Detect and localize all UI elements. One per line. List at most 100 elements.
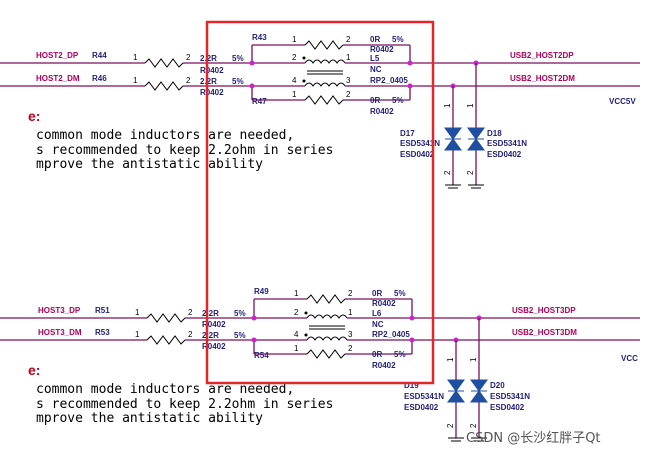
inductor-ref: L5 [370,54,380,63]
rp-label: RP2_0405 [372,330,410,339]
svg-text:2: 2 [188,330,193,339]
svg-text:4: 4 [294,330,299,339]
ref-label: R46 [92,74,107,83]
ref-label: R51 [95,306,110,315]
svg-text:2: 2 [466,170,475,175]
note-heading: e: [28,362,40,378]
resistor-r46 [144,81,184,91]
rp-label: RP2_0405 [370,76,408,85]
resistor-r53 [146,335,186,345]
res-pkg: R0402 [370,45,394,54]
diode-part: ESD5341N [404,392,444,401]
svg-text:1: 1 [466,103,475,108]
net-label: USB2_HOST2DM [510,74,575,83]
diode-ref: D19 [404,381,419,390]
note-line: common mode inductors are needed, [36,128,294,143]
diode-ref: D18 [487,129,502,138]
res-pkg: R0402 [202,320,226,329]
vcc-label: VCC [621,354,638,363]
net-label: HOST2_DP [36,51,79,60]
res-tol: 5% [232,54,244,63]
res-pkg: R0402 [200,66,224,75]
svg-text:3: 3 [346,76,351,85]
svg-text:1: 1 [443,103,452,108]
vcc-label: VCC5V [609,97,636,106]
net-label: USB2_HOST3DP [512,306,576,315]
svg-text:2: 2 [292,53,297,62]
diode-part: ESD5341N [487,139,527,148]
res-value: 2.2R [200,77,217,86]
res-value: 2.2R [202,331,219,340]
res-tol: 5% [394,289,406,298]
res-tol: 5% [392,35,404,44]
svg-text:2: 2 [346,35,351,44]
ref-label: R47 [252,97,267,106]
inductor-l5-coil-b [304,82,346,87]
resistor-r47 [304,95,344,105]
note-line: common mode inductors are needed, [36,382,294,397]
zero-ohm: 0R [372,289,382,298]
diode-ref: D20 [490,381,505,390]
highlight-box [205,20,435,385]
res-pkg: R0402 [372,361,396,370]
svg-text:1: 1 [294,344,299,353]
svg-text:1: 1 [133,53,138,62]
res-tol: 5% [232,77,244,86]
net-label: HOST3_DP [38,306,81,315]
svg-text:1: 1 [346,53,351,62]
net-label: USB2_HOST3DM [512,328,577,337]
svg-text:1: 1 [135,308,140,317]
res-pkg: R0402 [200,88,224,97]
ref-label: R49 [254,287,269,296]
svg-text:2: 2 [346,90,351,99]
svg-text:1: 1 [292,35,297,44]
zero-ohm: 0R [370,96,380,105]
res-pkg: R0402 [370,107,394,116]
esd-diode-d17 [444,127,462,151]
note-top: e: common mode inductors are needed, s r… [28,108,333,172]
svg-text:1: 1 [133,76,138,85]
note-line: mprove the antistatic ability [36,157,263,172]
note-line: s recommended to keep 2.2ohm in series [36,397,333,412]
diode-pkg: ESD0402 [404,403,439,412]
resistor-r49 [306,294,346,304]
svg-text:2: 2 [443,170,452,175]
zero-ohm: 0R [372,350,382,359]
res-tol: 5% [234,309,246,318]
diode-pkg: ESD0402 [490,403,525,412]
svg-text:1: 1 [446,357,455,362]
resistor-r44 [144,58,184,68]
svg-text:2: 2 [186,53,191,62]
diode-ref: D17 [400,129,415,138]
nc-label: NC [372,320,384,329]
svg-text:1: 1 [292,90,297,99]
ref-label: R53 [95,328,110,337]
resistor-r51 [146,313,186,323]
resistor-r54 [306,349,346,359]
note-bottom: e: common mode inductors are needed, s r… [28,362,333,426]
svg-text:1: 1 [348,308,353,317]
inductor-l5-coil-a [304,59,346,64]
res-tol: 5% [234,331,246,340]
svg-text:3: 3 [348,330,353,339]
svg-text:2: 2 [446,423,455,428]
res-pkg: R0402 [372,299,396,308]
ref-label: R54 [254,351,269,360]
svg-text:2: 2 [348,289,353,298]
ref-label: R44 [92,51,107,60]
svg-text:2: 2 [188,308,193,317]
svg-text:2: 2 [186,76,191,85]
inductor-ref: L6 [372,309,382,318]
zero-ohm: 0R [370,35,380,44]
diode-part: ESD5341N [490,392,530,401]
diode-pkg: ESD0402 [487,150,522,159]
res-tol: 5% [392,96,404,105]
net-label: HOST3_DM [38,328,82,337]
diode-part: ESD5341N [400,139,440,148]
res-tol: 5% [394,350,406,359]
watermark: CSDN @长沙红胖子Qt [466,430,601,446]
svg-text:2: 2 [469,423,478,428]
nc-label: NC [370,65,382,74]
